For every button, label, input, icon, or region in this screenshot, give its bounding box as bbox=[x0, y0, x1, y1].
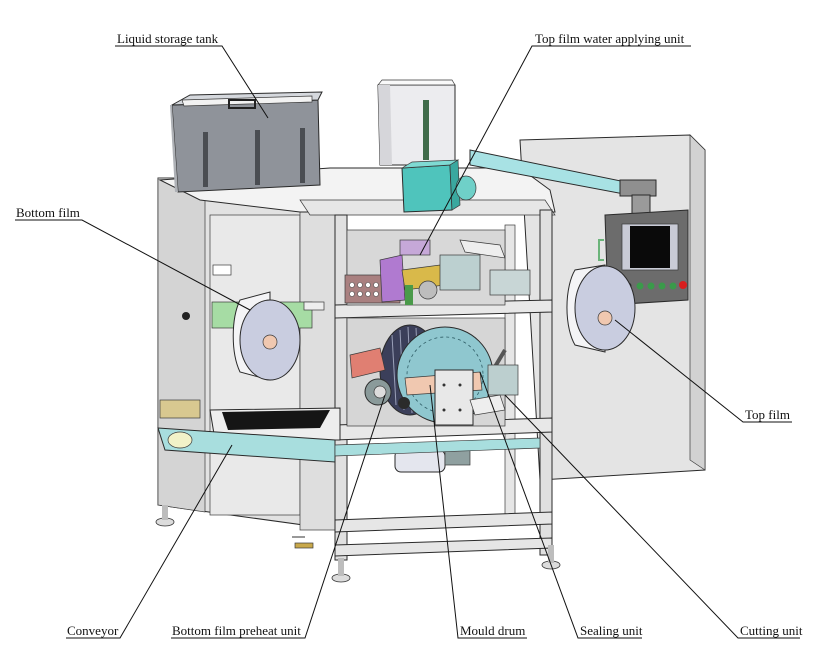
conveyor bbox=[157, 399, 541, 463]
water-tank bbox=[377, 79, 456, 166]
label-top-film: Top film bbox=[745, 407, 790, 422]
leader-top-film bbox=[614, 319, 792, 423]
label-cutting-unit: Cutting unit bbox=[740, 623, 803, 638]
leader-bottom-film bbox=[15, 219, 251, 311]
leader-conveyor bbox=[66, 444, 233, 639]
hmi-screen bbox=[630, 226, 670, 268]
sealing-cutting-hardware bbox=[469, 348, 519, 416]
drain-valve bbox=[292, 536, 314, 549]
bottom-film-roll bbox=[211, 291, 325, 381]
label-liquid-storage-tank: Liquid storage tank bbox=[117, 31, 219, 46]
label-bottom-film-preheat-unit: Bottom film preheat unit bbox=[172, 623, 301, 638]
machine-feet bbox=[155, 505, 561, 583]
leader-lines bbox=[15, 45, 800, 639]
mould-drum bbox=[379, 324, 494, 426]
label-sealing-unit: Sealing unit bbox=[580, 623, 643, 638]
top-film-roll bbox=[566, 264, 636, 353]
top-film-water-applying-unit bbox=[401, 149, 657, 218]
label-top-film-water-applying-unit: Top film water applying unit bbox=[535, 31, 685, 46]
leader-top-film-water-applying-unit bbox=[419, 45, 691, 256]
leader-bottom-film-preheat-unit bbox=[171, 394, 386, 639]
label-mould-drum: Mould drum bbox=[460, 623, 525, 638]
label-conveyor: Conveyor bbox=[67, 623, 119, 638]
callout-labels: Liquid storage tank Top film water apply… bbox=[16, 31, 803, 638]
label-bottom-film: Bottom film bbox=[16, 205, 80, 220]
leader-mould-drum bbox=[429, 384, 527, 639]
liquid-storage-tank bbox=[170, 91, 323, 193]
leader-cutting-unit bbox=[504, 394, 800, 639]
preheat-unit bbox=[349, 347, 410, 409]
leader-liquid-storage-tank bbox=[115, 45, 269, 119]
leader-sealing-unit bbox=[479, 371, 642, 639]
upper-mechanism bbox=[344, 239, 531, 305]
